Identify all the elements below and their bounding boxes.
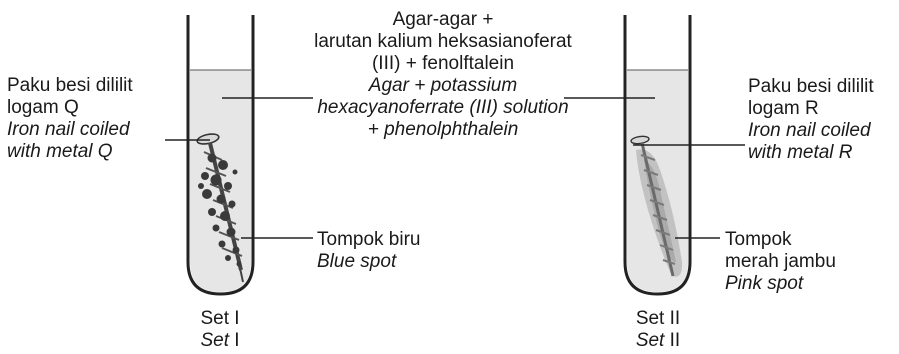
set-1-caption-numeral: I	[228, 330, 240, 351]
blue-spot-label-line-2: Blue spot	[317, 251, 397, 272]
agar-label: Agar-agar + larutan kalium heksasianofer…	[268, 9, 618, 141]
nail-q-label-line-4: with metal Q	[7, 141, 113, 162]
set-2-caption: Set II Set II	[608, 308, 708, 352]
pink-spot-label-line-2: merah jambu	[725, 251, 836, 272]
leader-lines	[165, 97, 745, 239]
blue-spot-label: Tompok biru Blue spot	[317, 229, 421, 273]
nail-r-label-line-2: logam R	[748, 98, 819, 119]
agar-label-line-5: hexacyanoferrate (III) solution	[317, 97, 569, 118]
test-tube-set-1	[186, 15, 255, 296]
nail-q-label: Paku besi dililit logam Q Iron nail coil…	[7, 75, 133, 163]
set-1-caption-line-1: Set I	[200, 308, 240, 329]
test-tube-set-2	[623, 15, 692, 296]
tube-outline-set-2	[623, 15, 692, 296]
nail-q-label-line-1: Paku besi dililit	[7, 75, 133, 96]
set-2-caption-line-1: Set II	[635, 308, 681, 329]
set-2-caption-line-2: Set II	[608, 330, 708, 352]
iron-nail-set-2	[630, 135, 676, 277]
nail-r-label-line-4: with metal R	[748, 142, 853, 163]
blue-spot-label-line-1: Tompok biru	[317, 229, 421, 250]
set-1-caption-line-2: Set I	[170, 330, 270, 352]
blue-spots	[198, 153, 242, 267]
set-1-caption-set-word: Set	[200, 330, 229, 351]
set-2-caption-numeral: II	[664, 330, 681, 351]
agar-label-line-6: + phenolphthalein	[367, 119, 519, 140]
agar-label-line-3: (III) + fenolftalein	[371, 53, 515, 74]
set-2-caption-set-word: Set	[635, 330, 665, 351]
agar-label-line-2: larutan kalium heksasianoferat	[314, 31, 572, 52]
nail-r-label: Paku besi dililit logam R Iron nail coil…	[748, 76, 874, 164]
pink-spot-label-line-1: Tompok	[725, 229, 792, 250]
agar-label-line-4: Agar + potassium	[368, 75, 518, 96]
nail-r-label-line-3: Iron nail coiled	[748, 120, 871, 141]
pink-spot-label-line-3: Pink spot	[725, 273, 804, 294]
agar-label-line-1: Agar-agar +	[392, 9, 494, 30]
pink-spot-label: Tompok merah jambu Pink spot	[725, 229, 836, 295]
tube-outline-set-1	[186, 15, 255, 296]
nail-q-label-line-3: Iron nail coiled	[7, 119, 130, 140]
nail-q-label-line-2: logam Q	[7, 97, 79, 118]
set-1-caption: Set I Set I	[170, 308, 270, 352]
nail-r-label-line-1: Paku besi dililit	[748, 76, 874, 97]
